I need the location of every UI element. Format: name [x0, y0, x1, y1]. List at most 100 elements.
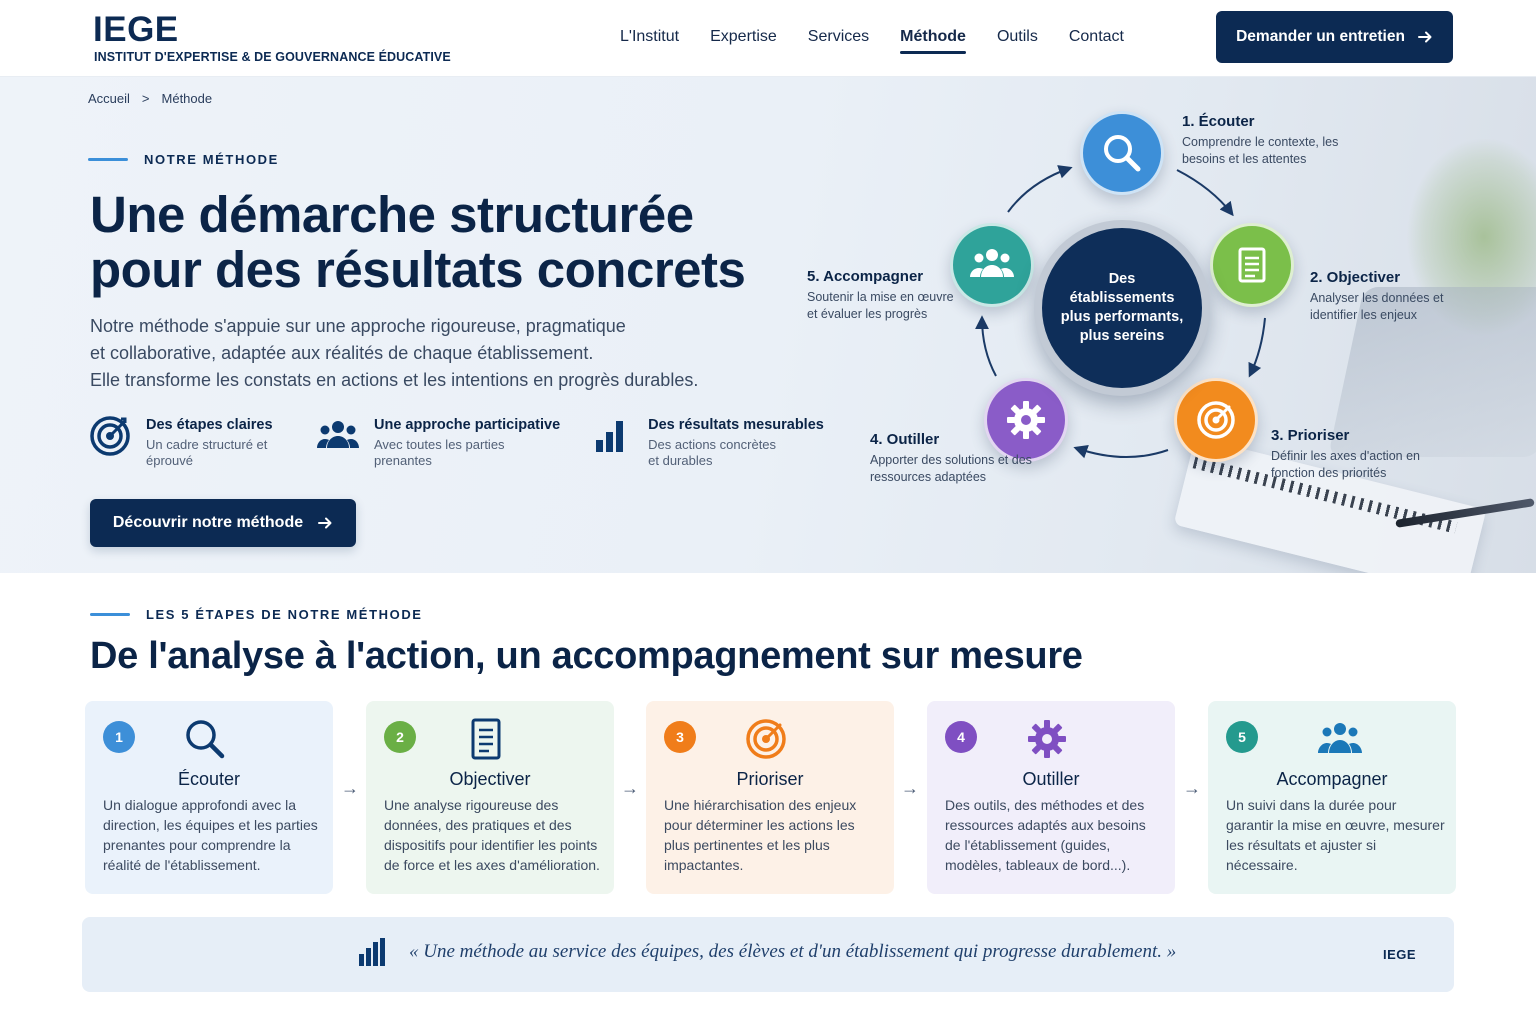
step-number-badge: 1 — [103, 721, 135, 753]
step-desc: Un suivi dans la durée pour garantir la … — [1226, 797, 1445, 873]
steps-title: De l'analyse à l'action, un accompagneme… — [90, 635, 1083, 677]
feature-desc: Avec toutes les parties prenantes — [374, 437, 505, 468]
breadcrumb: Accueil > Méthode — [88, 91, 212, 106]
cycle-arrow — [1073, 445, 1169, 459]
bar-chart-icon — [359, 938, 385, 966]
eyebrow-line — [90, 613, 130, 616]
step-card-listen: 1 Écouter Un dialogue approfondi avec la… — [85, 701, 333, 894]
feature-title: Une approche participative — [374, 417, 561, 433]
hero-description: Notre méthode s'appuie sur une approche … — [90, 313, 770, 394]
feature-participative: Une approche participative Avec toutes l… — [316, 414, 560, 469]
hero-description-line: et collaborative, adaptée aux réalités d… — [90, 343, 594, 363]
step-title: Prioriser — [736, 769, 804, 789]
hero-title-line-2: pour des résultats concrets — [90, 241, 746, 298]
people-icon — [1318, 723, 1362, 753]
cycle-label-desc: Définir les axes d'action en fonction de… — [1271, 449, 1420, 480]
arrow-right-icon — [1417, 31, 1432, 43]
step-card-support: 5 Accompagner Un suivi dans la durée pou… — [1208, 701, 1456, 894]
arrow-right-icon: → — [1183, 778, 1201, 798]
cycle-label-desc: Apporter des solutions et des ressources… — [870, 453, 1032, 484]
discover-method-label: Découvrir notre méthode — [112, 514, 304, 531]
document-icon — [1238, 247, 1266, 283]
breadcrumb-current: Méthode — [161, 91, 213, 106]
target-icon — [90, 416, 130, 456]
target-icon — [746, 719, 786, 759]
nav-item-contact[interactable]: Contact — [1068, 28, 1124, 45]
hero-eyebrow: NOTRE MÉTHODE — [88, 152, 279, 167]
document-icon — [471, 718, 501, 760]
cycle-node-support — [950, 223, 1034, 307]
nav-item-expertise[interactable]: Expertise — [710, 28, 777, 45]
hero-title-line-1: Une démarche structurée — [90, 186, 694, 243]
step-title: Outiller — [1022, 769, 1080, 789]
logo-subtitle: INSTITUT D'EXPERTISE & DE GOUVERNANCE ÉD… — [94, 50, 451, 64]
target-icon — [1197, 401, 1235, 439]
step-card-objectify: 2 Objectiver Une analyse rigoureuse des … — [366, 701, 614, 894]
feature-title: Des résultats mesurables — [648, 417, 824, 433]
cycle-label-title: 3. Prioriser — [1271, 427, 1350, 444]
nav-item-outils[interactable]: Outils — [996, 28, 1038, 45]
step-title: Objectiver — [449, 769, 531, 789]
search-icon — [1104, 135, 1141, 172]
step-number-badge: 3 — [664, 721, 696, 753]
people-icon — [317, 421, 359, 448]
cycle-label-desc: Analyser les données et identifier les e… — [1310, 291, 1444, 322]
step-number-badge: 4 — [945, 721, 977, 753]
step-card-equip: 4 Outiller Des outils, des méthodes et d… — [927, 701, 1175, 894]
step-number-badge: 2 — [384, 721, 416, 753]
nav-item-methode[interactable]: Méthode — [900, 28, 966, 54]
cycle-node-objectify — [1210, 223, 1294, 307]
hero-title: Une démarche structurée pour des résulta… — [90, 187, 790, 297]
search-icon — [186, 720, 225, 759]
feature-title: Des étapes claires — [146, 417, 273, 433]
cycle-node-listen — [1080, 111, 1164, 195]
cycle-node-equip — [984, 378, 1068, 462]
cycle-label-desc: Comprendre le contexte, les besoins et l… — [1182, 135, 1339, 166]
feature-clear-steps: Des étapes claires Un cadre structuré et… — [88, 414, 286, 469]
cycle-arrow — [1007, 165, 1073, 213]
step-desc: Une hiérarchisation des enjeux pour déte… — [664, 797, 857, 873]
cycle-label-support: 5. Accompagner Soutenir la mise en œuvre… — [807, 268, 962, 323]
site-header: IEGE INSTITUT D'EXPERTISE & DE GOUVERNAN… — [0, 0, 1536, 77]
logo[interactable]: IEGE — [93, 10, 179, 49]
hero-features: Des étapes claires Un cadre structuré et… — [88, 414, 824, 469]
cycle-label-title: 5. Accompagner — [807, 268, 924, 285]
feature-desc: Des actions concrètes et durables — [648, 437, 777, 468]
cycle-label-title: 4. Outiller — [870, 431, 940, 448]
cycle-center: Des établissements plus performants, plu… — [1034, 220, 1210, 396]
feature-measurable: Des résultats mesurables Des actions con… — [590, 414, 824, 469]
hero-description-line: Notre méthode s'appuie sur une approche … — [90, 316, 626, 336]
cycle-arrow — [975, 315, 997, 377]
feature-desc: Un cadre structuré et éprouvé — [146, 437, 268, 468]
request-interview-label: Demander un entretien — [1236, 28, 1405, 45]
discover-method-button[interactable]: Découvrir notre méthode — [90, 499, 356, 547]
breadcrumb-home[interactable]: Accueil — [88, 91, 130, 106]
steps-eyebrow-text: LES 5 ÉTAPES DE NOTRE MÉTHODE — [146, 607, 423, 622]
steps-eyebrow: LES 5 ÉTAPES DE NOTRE MÉTHODE — [90, 607, 423, 622]
arrow-right-icon: → — [901, 778, 919, 798]
arrow-right-icon: → — [621, 778, 639, 798]
chevron-right-icon: > — [141, 91, 150, 106]
cycle-label-desc: Soutenir la mise en œuvre et évaluer les… — [807, 290, 954, 321]
cycle-label-listen: 1. Écouter Comprendre le contexte, les b… — [1182, 113, 1342, 168]
cycle-arrow — [1176, 169, 1234, 217]
eyebrow-line — [88, 158, 128, 161]
hero-eyebrow-text: NOTRE MÉTHODE — [144, 152, 279, 167]
cycle-label-title: 2. Objectiver — [1310, 269, 1401, 286]
hero-section: Accueil > Méthode NOTRE MÉTHODE Une déma… — [0, 77, 1536, 573]
cycle-node-prioritize — [1174, 378, 1258, 462]
step-title: Accompagner — [1276, 769, 1388, 789]
cycle-arrow — [1248, 317, 1266, 378]
gear-icon — [1028, 720, 1066, 758]
request-interview-button[interactable]: Demander un entretien — [1216, 11, 1453, 63]
step-desc: Des outils, des méthodes et des ressourc… — [945, 797, 1146, 873]
quote-brand: IEGE — [1383, 947, 1417, 962]
cycle-label-prioritize: 3. Prioriser Définir les axes d'action e… — [1271, 427, 1421, 482]
people-icon — [970, 249, 1014, 277]
quote-text: « Une méthode au service des équipes, de… — [409, 941, 1177, 962]
quote-bar: « Une méthode au service des équipes, de… — [82, 917, 1454, 992]
nav-item-services[interactable]: Services — [807, 28, 870, 45]
main-nav: L'Institut Expertise Services Méthode Ou… — [620, 28, 1155, 54]
nav-item-institut[interactable]: L'Institut — [620, 28, 680, 45]
arrow-right-icon: → — [341, 778, 359, 798]
